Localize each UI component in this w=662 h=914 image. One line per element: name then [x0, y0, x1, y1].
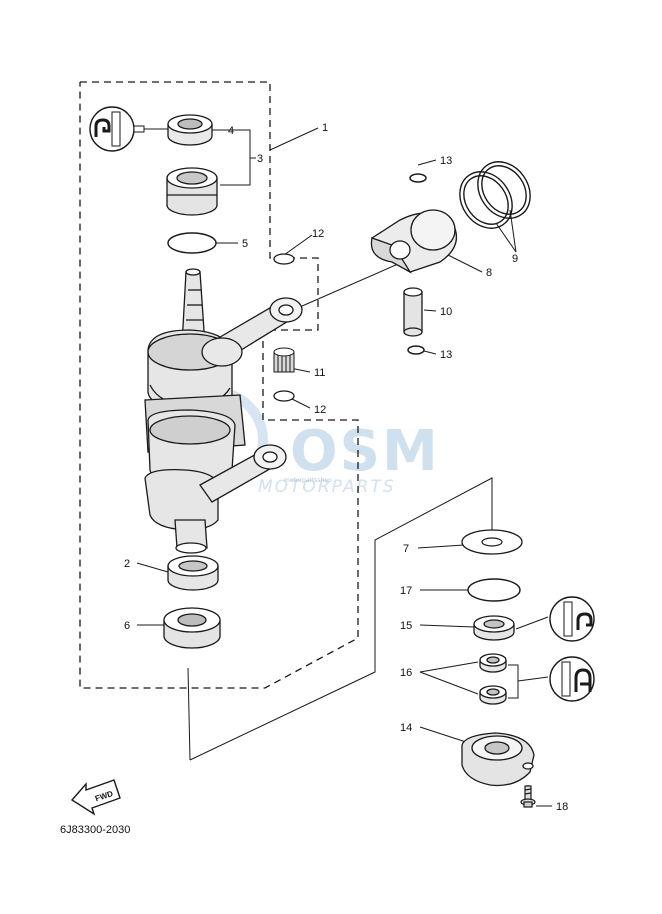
circlip-13-bottom: [407, 345, 425, 355]
circlip-13-top: [409, 173, 427, 183]
washer-12-top: [273, 253, 295, 265]
bolt-18: [520, 785, 536, 808]
callout-16: 16: [400, 667, 412, 679]
callout-3: 3: [257, 153, 263, 165]
watermark-small: motorpartsshop: [284, 477, 332, 484]
oil-seal-2: [167, 555, 219, 591]
callout-18: 18: [556, 801, 568, 813]
piston-8: [370, 209, 458, 274]
oil-seal-15: [473, 615, 515, 641]
grease-icon-top: [89, 106, 168, 152]
grease-icon-16: [549, 656, 595, 702]
callout-8: 8: [486, 267, 492, 279]
gasket-7: [461, 529, 523, 555]
callouts: 1 4 3 5 12 13 9 8 10 13 11 12 2 6 7 17 1…: [124, 122, 568, 813]
fwd-arrow-icon: FWD: [70, 779, 121, 816]
grease-icon-15: [549, 596, 595, 642]
piston-pin-10: [403, 287, 423, 337]
callout-12-bottom: 12: [314, 404, 326, 416]
callout-6: 6: [124, 620, 130, 632]
callout-1: 1: [322, 122, 328, 134]
callout-13-top: 13: [440, 155, 452, 167]
piston-rings-9: [459, 161, 531, 229]
callout-13-bottom: 13: [440, 349, 452, 361]
callout-2: 2: [124, 558, 130, 570]
bearing-6: [163, 607, 221, 649]
callout-17: 17: [400, 585, 412, 597]
washer-12-bottom: [273, 390, 295, 402]
callout-9: 9: [512, 253, 518, 265]
callout-12-top: 12: [312, 228, 324, 240]
callout-11: 11: [314, 367, 325, 379]
bearing-3: [166, 167, 218, 216]
needle-bearing-11: [273, 347, 295, 373]
callout-15: 15: [400, 620, 412, 632]
callout-5: 5: [242, 238, 248, 250]
callout-10: 10: [440, 306, 452, 318]
oil-seal-4: [167, 114, 213, 146]
diagram-code: 6J83300-2030: [60, 824, 130, 836]
lower-housing-14: [461, 732, 535, 787]
watermark-brand: OSM: [290, 419, 440, 484]
callout-7: 7: [403, 543, 409, 555]
callout-14: 14: [400, 722, 412, 734]
o-ring-5: [167, 232, 217, 254]
callout-4: 4: [228, 125, 234, 137]
connecting-rod-lower: [199, 444, 287, 503]
crankshaft: [144, 268, 246, 554]
oil-seals-16: [479, 653, 507, 705]
connecting-rod-upper: [201, 297, 303, 367]
o-ring-17: [467, 578, 521, 602]
crankshaft-assembly-outline: [79, 81, 359, 689]
watermark-subtitle: MOTORPARTS: [258, 477, 396, 497]
